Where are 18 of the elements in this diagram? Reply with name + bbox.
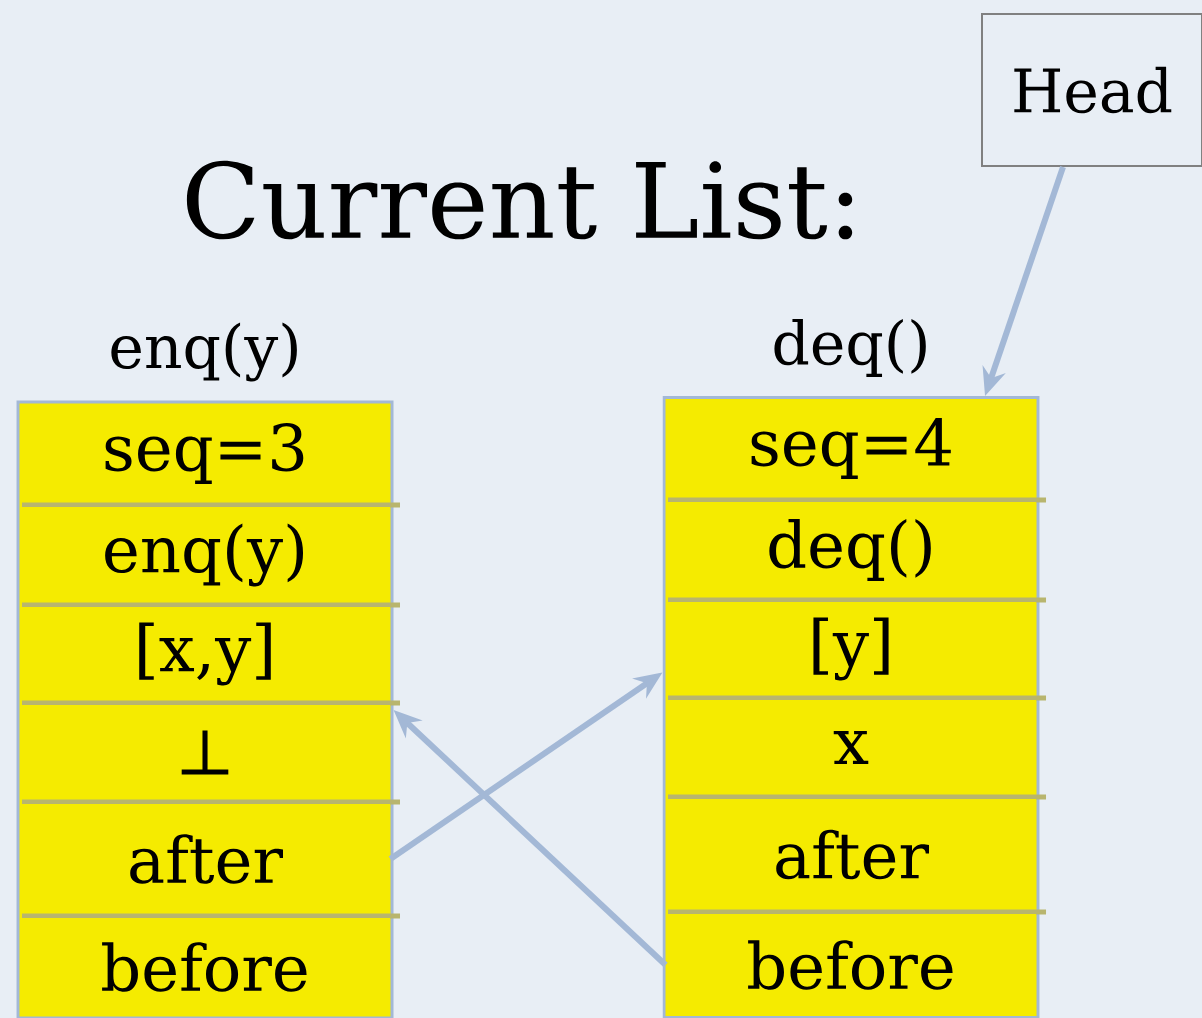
record-cell: seq=3 [20, 404, 400, 508]
record-cell: seq=4 [666, 399, 1046, 503]
record-cell: [x,y] [20, 607, 400, 706]
node-label: enq(y) [111, 322, 297, 382]
record-cell: x [666, 700, 1046, 800]
record-cell: [y] [666, 602, 1046, 701]
record-cell: after [20, 804, 400, 919]
record-cell: deq() [666, 502, 1046, 603]
node-label: deq() [774, 318, 926, 377]
pointer-box: Head [981, 13, 1202, 167]
record-cell: after [666, 799, 1046, 915]
title: Current List: [186, 160, 853, 240]
node-label: before [748, 940, 953, 990]
node-label: before [102, 942, 307, 992]
record-cell: before [20, 918, 390, 1016]
record-cell: enq(y) [20, 507, 400, 608]
record-cell: before [666, 914, 1036, 1016]
record-cell: ⊥ [20, 705, 400, 805]
